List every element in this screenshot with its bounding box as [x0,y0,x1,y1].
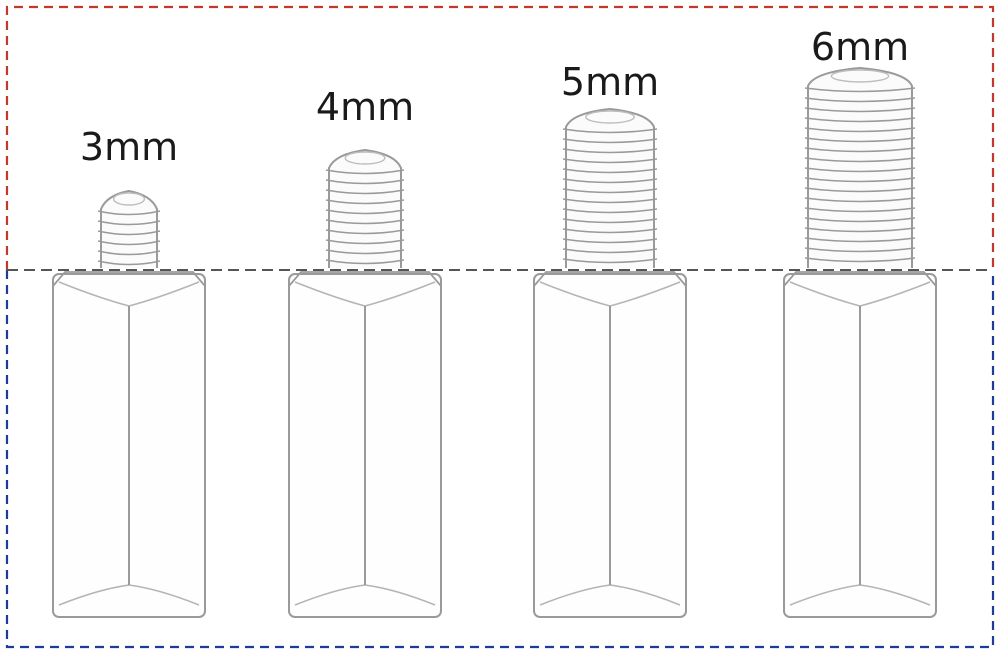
hex-body [52,271,206,618]
standoff-4mm: 4mm [288,85,442,618]
body-region-box [5,270,995,649]
hex-body [783,271,937,618]
thread [804,66,916,268]
standoff-3mm: 3mm [52,125,206,618]
standoff-5mm: 5mm [533,60,687,618]
size-label: 3mm [80,125,178,169]
thread [97,189,161,268]
hex-body [288,271,442,618]
thread [562,107,658,268]
hex-body [533,271,687,618]
size-label: 4mm [316,85,414,129]
size-label: 5mm [561,60,659,104]
thread-region-box [5,5,995,270]
size-label: 6mm [811,25,909,69]
thread [325,148,405,268]
standoff-6mm: 6mm [783,25,937,618]
